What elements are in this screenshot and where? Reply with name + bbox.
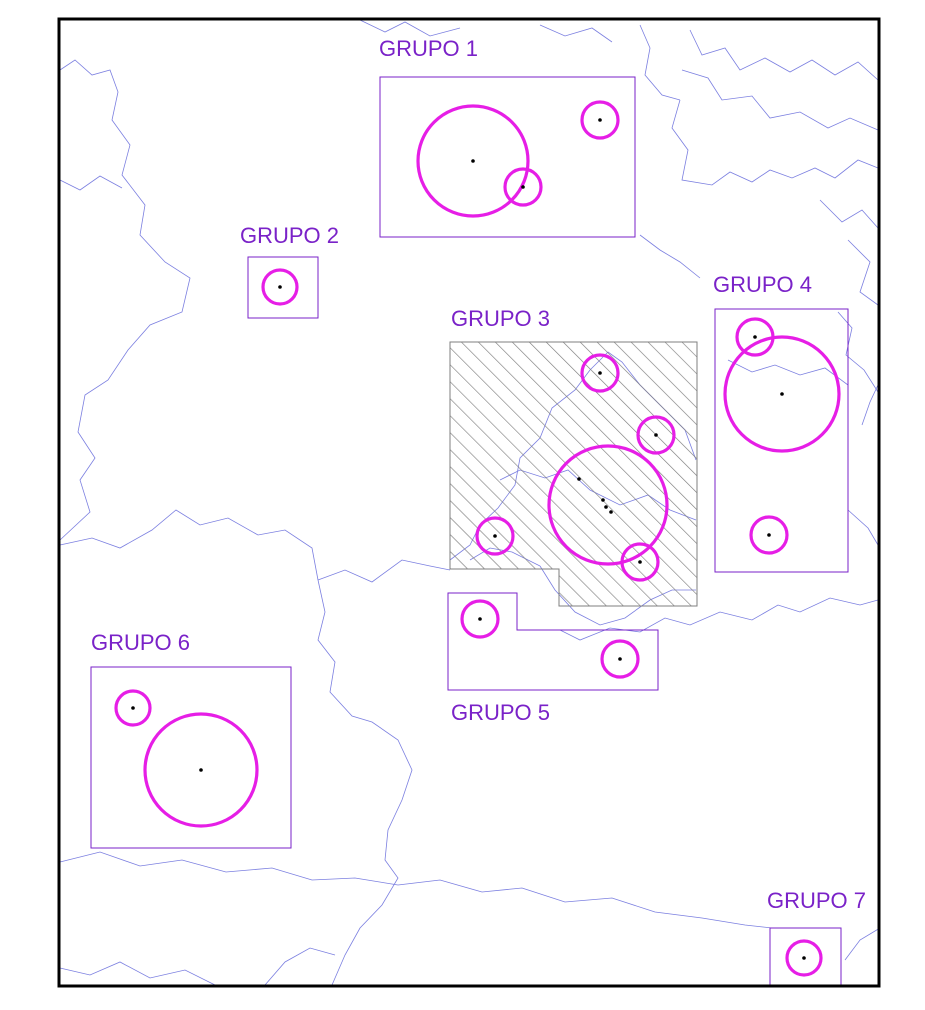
site-point xyxy=(598,371,602,375)
coverage-circle xyxy=(416,104,530,218)
coverage-circle xyxy=(114,689,152,727)
coverage-circle xyxy=(723,335,841,453)
site-point xyxy=(521,185,525,189)
border-line xyxy=(681,69,879,131)
group-4[interactable]: GRUPO 4 xyxy=(713,272,849,573)
coverage-circle xyxy=(600,639,640,679)
site-point xyxy=(131,706,135,710)
site-point xyxy=(609,510,613,514)
group-1-label: GRUPO 1 xyxy=(379,36,478,61)
coverage-circle xyxy=(749,515,789,555)
group-1-outline xyxy=(379,76,636,238)
group-3[interactable]: GRUPO 3 xyxy=(449,306,698,607)
border-line xyxy=(359,19,461,37)
site-point xyxy=(604,505,608,509)
coverage-circle xyxy=(475,516,515,556)
group-4-label: GRUPO 4 xyxy=(713,272,812,297)
border-line xyxy=(59,175,123,191)
border-line xyxy=(847,239,879,306)
group-6[interactable]: GRUPO 6 xyxy=(90,630,292,849)
border-line xyxy=(59,851,399,886)
site-point xyxy=(493,534,497,538)
border-line xyxy=(539,24,613,43)
group-2-label: GRUPO 2 xyxy=(240,223,339,248)
site-point xyxy=(278,285,282,289)
site-point xyxy=(601,498,605,502)
coverage-circle xyxy=(580,100,620,140)
border-line xyxy=(861,384,879,426)
border-line xyxy=(847,509,879,546)
site-point xyxy=(618,657,622,661)
border-line xyxy=(844,927,881,961)
coverage-circle xyxy=(460,599,500,639)
site-point xyxy=(199,768,203,772)
site-point xyxy=(638,560,642,564)
border-line xyxy=(317,559,451,583)
site-point xyxy=(471,159,475,163)
group-4-outline xyxy=(714,308,849,573)
group-7-label: GRUPO 7 xyxy=(767,888,866,913)
group-3-label: GRUPO 3 xyxy=(451,306,550,331)
coverage-circle xyxy=(580,353,620,393)
coverage-circle xyxy=(547,444,669,566)
site-point xyxy=(767,533,771,537)
border-line xyxy=(397,879,773,929)
group-6-label: GRUPO 6 xyxy=(91,630,190,655)
border-line xyxy=(559,597,879,641)
group-6-outline xyxy=(90,666,292,849)
site-point xyxy=(753,335,757,339)
border-line xyxy=(819,199,879,229)
border-line xyxy=(59,961,216,986)
border-line xyxy=(671,99,879,186)
group-2-outline xyxy=(247,256,319,319)
group-2[interactable]: GRUPO 2 xyxy=(240,223,339,319)
border-line xyxy=(837,311,879,393)
coverage-circle xyxy=(636,415,676,455)
coverage-circle xyxy=(503,167,543,207)
site-point xyxy=(780,392,784,396)
coverage-circle xyxy=(261,268,299,306)
group-7[interactable]: GRUPO 7 xyxy=(767,888,866,990)
group-5[interactable]: GRUPO 5 xyxy=(447,592,659,725)
group-1[interactable]: GRUPO 1 xyxy=(379,36,636,238)
map-frame xyxy=(57,17,881,988)
coverage-circle xyxy=(735,317,775,357)
site-point xyxy=(802,956,806,960)
border-line xyxy=(264,947,336,986)
group-5-outline xyxy=(447,592,659,691)
group-5-label: GRUPO 5 xyxy=(451,700,550,725)
coverage-circle xyxy=(785,939,823,977)
border-line xyxy=(59,59,191,541)
coverage-circle xyxy=(620,542,660,582)
site-point xyxy=(654,433,658,437)
site-point xyxy=(598,118,602,122)
site-point xyxy=(478,617,482,621)
site-point xyxy=(577,477,581,481)
border-line xyxy=(59,509,319,581)
border-line xyxy=(317,579,413,986)
border-line xyxy=(727,359,849,386)
coverage-circle xyxy=(143,712,259,828)
border-line xyxy=(689,29,879,81)
border-line xyxy=(639,234,701,279)
border-line xyxy=(639,24,681,101)
